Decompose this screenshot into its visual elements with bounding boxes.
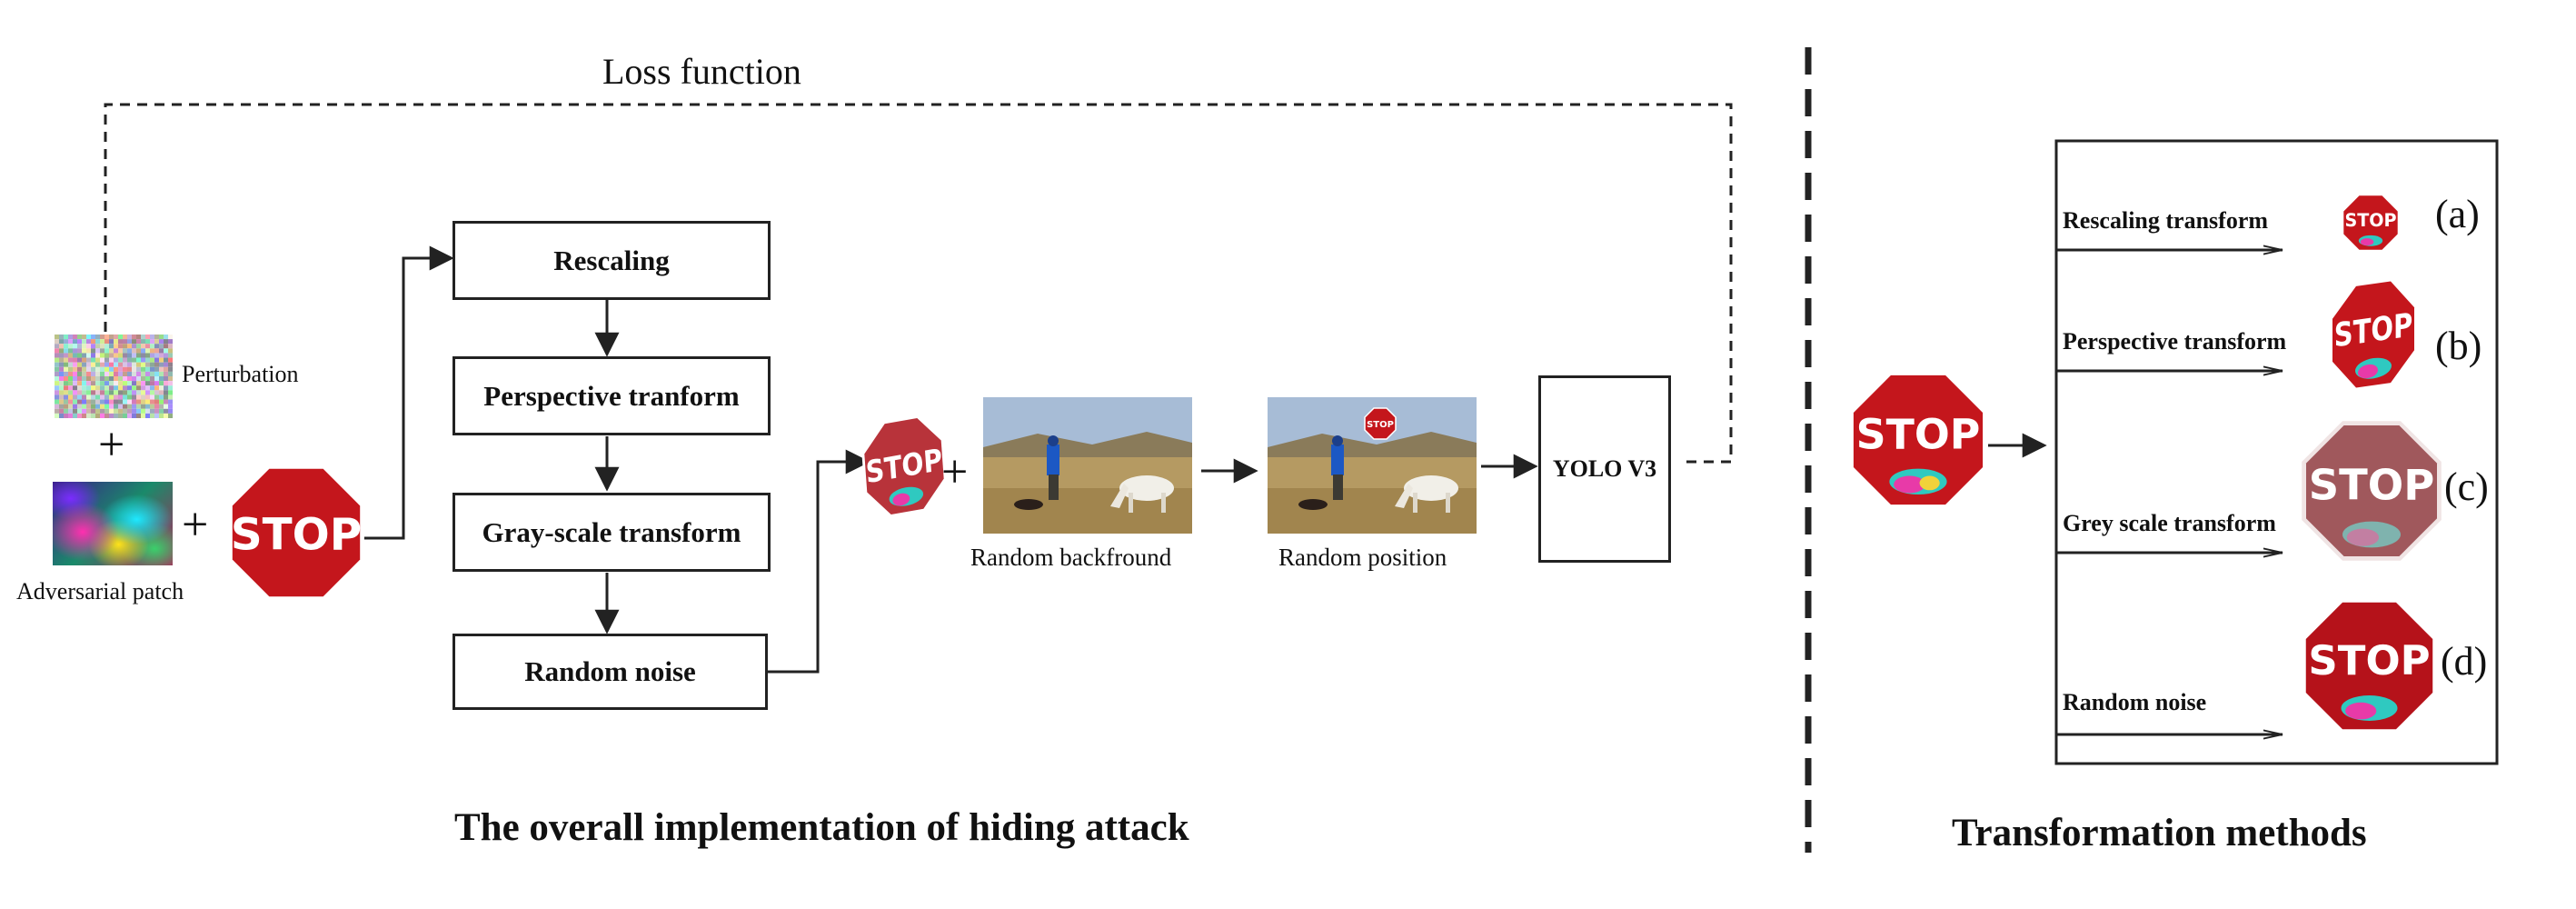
transform-frame [2054, 139, 2499, 765]
step-perspective-transform: Perspective tranform [453, 356, 771, 435]
method-label-greyscale: Grey scale transform [2063, 510, 2276, 536]
random-background-label: Random backfround [970, 544, 1172, 571]
plus-sign-1: + [98, 419, 125, 471]
perturbation-noise [55, 335, 173, 418]
method-d-stop-icon: STOP [2299, 595, 2440, 736]
step-grayscale-transform: Gray-scale transform [453, 493, 771, 572]
adversarial-patch-image [53, 482, 173, 565]
method-letter-b: (b) [2435, 324, 2482, 368]
method-label-rescaling: Rescaling transform [2063, 207, 2269, 234]
right-panel-caption: Transformation methods [1952, 812, 2367, 854]
step-rescaling: Rescaling [453, 221, 771, 300]
svg-text:STOP: STOP [2308, 636, 2430, 684]
yolo-v3-detector: YOLO V3 [1538, 375, 1671, 563]
method-label-random-noise: Random noise [2063, 689, 2207, 715]
perturbation-label: Perturbation [182, 361, 299, 387]
method-label-perspective: Perspective transform [2063, 328, 2287, 355]
stop-sign-original: STOP [1846, 368, 1990, 512]
method-letter-c: (c) [2444, 464, 2489, 509]
svg-text:STOP: STOP [1856, 409, 1981, 458]
left-panel-caption: The overall implementation of hiding att… [454, 806, 1189, 849]
svg-text:STOP: STOP [2309, 461, 2435, 510]
plus-sign-3: + [941, 446, 969, 498]
transformed-stop-sign: STOP [858, 408, 950, 524]
method-c-stop-icon: STOP [2299, 418, 2444, 564]
svg-text:STOP: STOP [2344, 210, 2396, 231]
svg-text:STOP: STOP [231, 510, 362, 561]
method-letter-a: (a) [2435, 192, 2480, 236]
method-letter-d: (d) [2441, 639, 2488, 684]
loss-function-label: Loss function [602, 51, 801, 92]
adversarial-patch-label: Adversarial patch [16, 578, 184, 604]
svg-text:STOP: STOP [1367, 420, 1394, 430]
random-position-image: STOP [1268, 397, 1477, 534]
plus-sign-2: + [182, 499, 209, 551]
method-b-stop-icon: STOP [2328, 272, 2419, 397]
arrow-to-patch [768, 449, 870, 674]
arrow-to-rescaling [363, 245, 454, 540]
random-background-image [983, 397, 1192, 534]
random-position-label: Random position [1278, 544, 1447, 571]
loss-feedback-line [104, 103, 1733, 464]
step-random-noise: Random noise [453, 634, 768, 710]
stop-sign-source: STOP [225, 462, 367, 604]
method-a-stop-icon: STOP [2341, 193, 2401, 253]
